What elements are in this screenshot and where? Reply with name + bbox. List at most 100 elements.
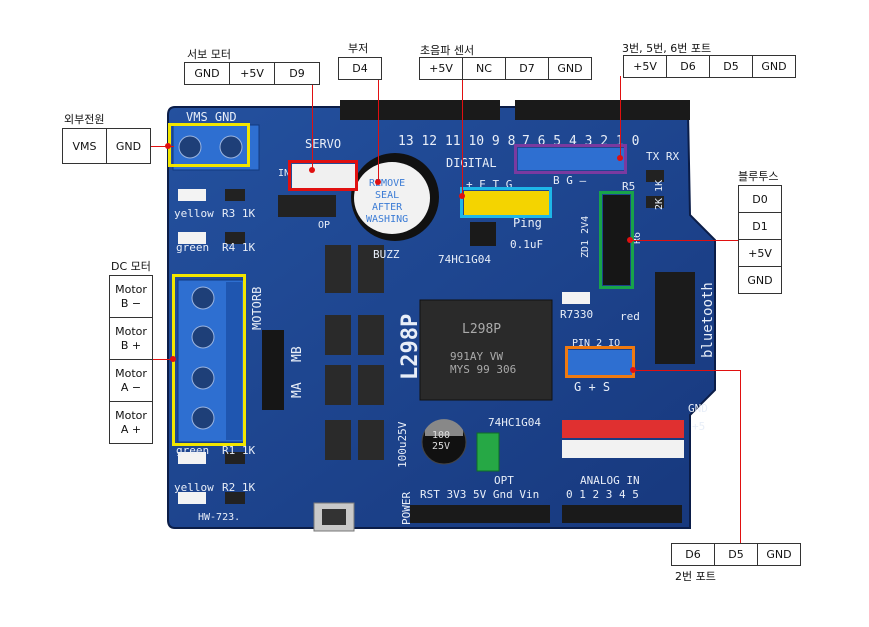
callout-dot-buzzer <box>375 179 381 185</box>
silk-op: OP <box>318 220 331 231</box>
ultrasonic-pin-nc: NC <box>462 57 506 80</box>
silk-vms-gnd: VMS GND <box>186 110 237 124</box>
callout-dot-dc-motor <box>170 356 176 362</box>
silk-l298p: L298P <box>398 313 423 380</box>
silk-cap-side: 100u25V <box>396 421 409 468</box>
callout-line-ports-356 <box>620 76 621 158</box>
callout-line-buzzer <box>378 80 379 182</box>
header-digital-high <box>340 100 500 120</box>
silk-r5: R5 <box>622 180 636 193</box>
ultrasonic-pin-5v: +5V <box>419 57 463 80</box>
silk-buzz: BUZZ <box>373 248 400 261</box>
silk-r7: R7330 <box>560 308 594 321</box>
table-servo: GND +5V D9 <box>184 62 320 85</box>
buzzer-pin-d4: D4 <box>338 57 382 80</box>
ultrasonic-pin-gnd: GND <box>548 57 592 80</box>
table-buzzer: D4 <box>338 57 382 80</box>
motor-pin-b-plus: Motor B + <box>109 317 153 360</box>
callout-dot-bluetooth <box>627 237 633 243</box>
bt-pin-5v: +5V <box>738 239 782 267</box>
ports356-pin-gnd: GND <box>752 55 796 78</box>
highlight-ultrasonic <box>460 187 552 218</box>
port2-pin-gnd: GND <box>757 543 801 566</box>
ports356-pin-d5: D5 <box>709 55 753 78</box>
title-dc-motor: DC 모터 <box>111 260 151 273</box>
motor-pin-a-plus: Motor A + <box>109 401 153 444</box>
silk-servo: SERVO <box>305 137 342 151</box>
callout-dot-port2 <box>630 367 636 373</box>
table-port-2: D6 D5 GND <box>671 543 801 566</box>
silk-motorb: MOTORB <box>250 286 264 330</box>
silk-gnd: GND <box>688 402 708 415</box>
power-pin-gnd: GND <box>106 128 151 164</box>
silk-gs: G + S <box>574 380 611 394</box>
header-analog <box>562 505 682 523</box>
silk-bg: B G – <box>553 174 587 187</box>
callout-line-dc-motor <box>152 359 176 360</box>
table-external-power: VMS GND <box>62 128 151 164</box>
table-bluetooth: D0 D1 +5V GND <box>738 185 782 294</box>
title-bluetooth: 블루투스 <box>738 170 779 183</box>
silk-logic-chip-2: 74HC1G04 <box>488 416 541 429</box>
silk-mb: MB <box>290 346 305 362</box>
callout-dot-ports-356 <box>617 155 623 161</box>
servo-pin-5v: +5V <box>229 62 275 85</box>
silk-pin2: PIN 2 IO <box>572 338 621 349</box>
silk-cap-big: 100 25V <box>432 430 451 452</box>
callout-line-ultrasonic <box>462 80 463 196</box>
title-ultrasonic: 초음파 센서 <box>420 44 475 57</box>
table-ports-356: +5V D6 D5 GND <box>623 55 796 78</box>
table-ultrasonic: +5V NC D7 GND <box>419 57 592 80</box>
silk-r4: R4 1K <box>222 241 256 254</box>
buzzer-sticker-text: REMOVE SEAL AFTER WASHING <box>366 178 409 225</box>
callout-line-bluetooth <box>630 240 742 241</box>
callout-line-servo <box>312 84 313 170</box>
silk-green-bot: green <box>176 444 210 457</box>
highlight-external-power <box>168 123 250 167</box>
silk-in: IN <box>278 168 291 179</box>
silk-bluetooth: bluetooth <box>700 282 716 358</box>
silk-ping: Ping <box>513 216 542 230</box>
callout-line-power <box>150 146 174 147</box>
silk-2k1k: 2K 1K <box>654 179 665 210</box>
callout-dot-power <box>165 143 171 149</box>
silk-plus5: +5 <box>692 420 706 433</box>
silk-rst-row: RST 3V3 5V Gnd Vin <box>420 488 540 501</box>
table-dc-motor: Motor B − Motor B + Motor A − Motor A + <box>109 275 153 444</box>
callout-dot-ultrasonic <box>459 193 465 199</box>
callout-dot-servo <box>309 167 315 173</box>
silk-chip-code: 991AY VW MYS 99 306 <box>450 350 517 376</box>
title-external-power: 외부전원 <box>64 113 105 126</box>
silk-ma: MA <box>290 382 305 398</box>
silk-pins-13-8: 13 12 11 10 9 8 <box>398 134 516 149</box>
silk-r3: R3 1K <box>222 207 256 220</box>
silk-cap: 0.1uF <box>510 238 544 251</box>
motor-pin-b-minus: Motor B − <box>109 275 153 318</box>
silk-r2: R2 1K <box>222 481 256 494</box>
ultrasonic-pin-d7: D7 <box>505 57 549 80</box>
silk-opt: OPT <box>494 474 514 487</box>
servo-pin-gnd: GND <box>184 62 230 85</box>
silk-hw: HW-723. <box>198 512 241 523</box>
silk-zd1: ZD1 2V4 <box>580 215 591 258</box>
port2-pin-d5: D5 <box>714 543 758 566</box>
silk-analog: ANALOG IN <box>580 474 640 487</box>
silk-digital: DIGITAL <box>446 156 497 170</box>
silk-red: red <box>620 310 640 323</box>
ports356-pin-5v: +5V <box>623 55 667 78</box>
motor-pin-a-minus: Motor A − <box>109 359 153 402</box>
highlight-port-2 <box>565 346 635 378</box>
highlight-servo <box>288 160 358 191</box>
silk-logic-chip: 74HC1G04 <box>438 253 491 266</box>
silk-yellow-top: yellow <box>174 207 214 220</box>
title-servo: 서보 모터 <box>187 48 231 61</box>
silk-yellow-bot: yellow <box>174 481 214 494</box>
silk-chip-part: L298P <box>462 322 502 337</box>
highlight-dc-motor <box>172 274 246 446</box>
header-power <box>410 505 550 523</box>
silk-txrx: TX RX <box>646 150 680 163</box>
l298p-chip <box>419 299 553 401</box>
header-digital-low <box>515 100 690 120</box>
